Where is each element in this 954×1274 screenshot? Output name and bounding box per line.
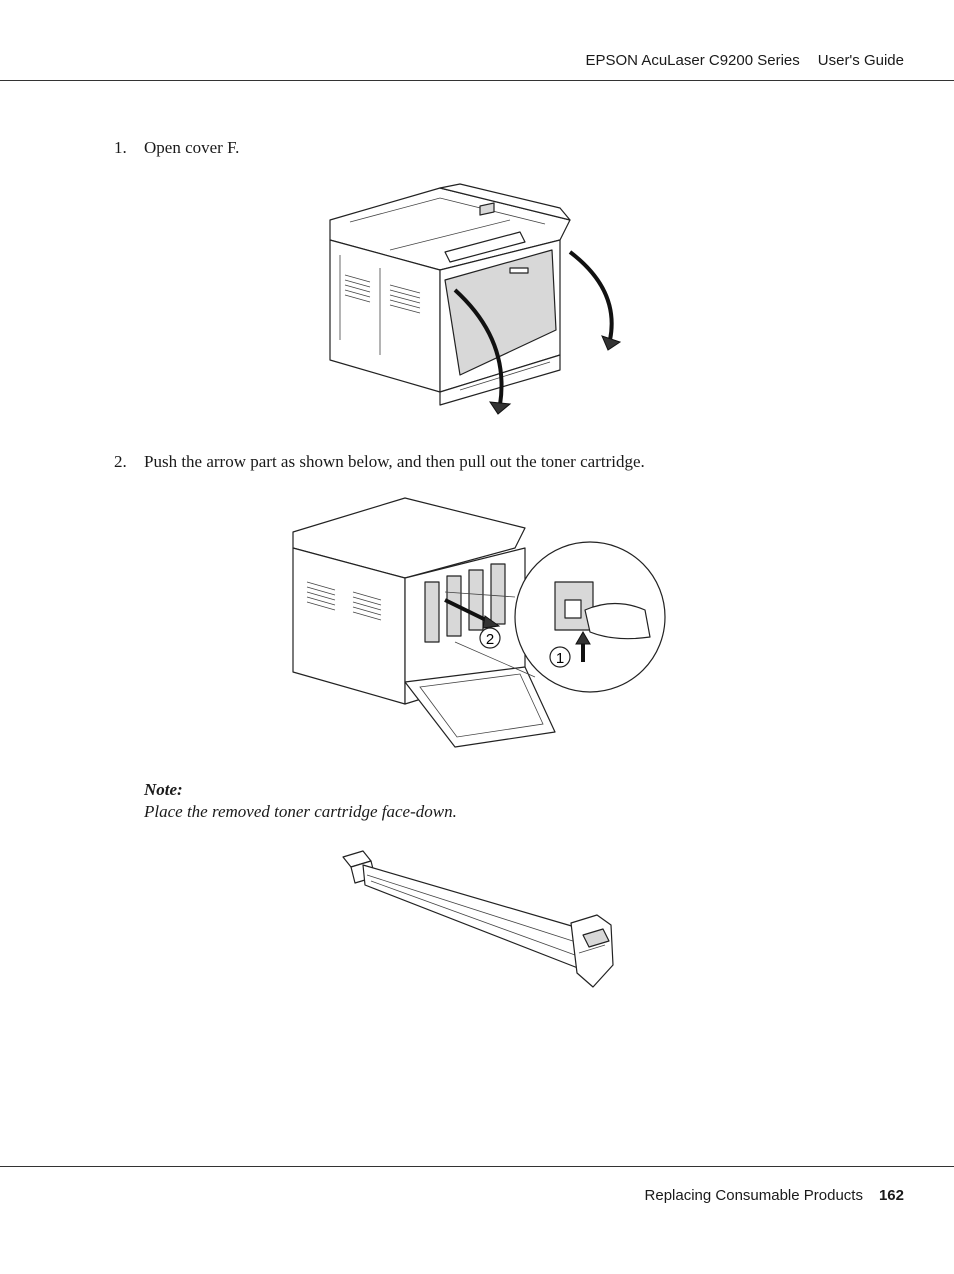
note-title: Note: [144, 780, 183, 799]
cartridge-body [362, 864, 584, 971]
callout-2 [479, 627, 501, 649]
figure-toner-cartridge [342, 850, 614, 988]
page-header: EPSON AcuLaser C9200 Series User's Guide [0, 0, 954, 81]
page-footer: Replacing Consumable Products 162 [645, 1187, 904, 1204]
cover-f-open [404, 666, 556, 748]
cartridge-end-cap [570, 914, 614, 988]
hand [584, 602, 651, 640]
step-2: 2. Push the arrow part as shown below, an… [114, 452, 645, 472]
step-1: 1. Open cover F. [114, 138, 239, 158]
svg-text:2: 2 [486, 631, 494, 648]
step-number: 1. [114, 138, 127, 157]
page-number: 162 [878, 1187, 904, 1204]
arrow-open-down [453, 288, 504, 406]
figure-pull-toner: 2 1 [292, 497, 666, 748]
vent-left [306, 581, 382, 621]
section-name: Replacing Consumable Products [644, 1187, 863, 1204]
arrow-open-right [568, 250, 614, 341]
vent-left [344, 274, 421, 314]
control-panel [444, 231, 526, 263]
product-name: EPSON AcuLaser C9200 Series [585, 52, 800, 69]
step-text: Open cover F. [144, 138, 240, 157]
note-text: Place the removed toner cartridge face-d… [144, 802, 457, 821]
svg-text:1: 1 [556, 650, 564, 667]
cover-f [444, 249, 557, 376]
step-text: Push the arrow part as shown below, and … [144, 452, 645, 471]
callout-1 [549, 646, 571, 668]
step-number: 2. [114, 452, 127, 471]
figure-open-cover-f [329, 183, 622, 415]
header-rule [0, 80, 954, 81]
guide-name: User's Guide [817, 52, 904, 69]
running-header: EPSON AcuLaser C9200 Series User's Guide [585, 52, 904, 69]
footer-rule [0, 1166, 954, 1167]
pull-arrow [444, 598, 491, 624]
